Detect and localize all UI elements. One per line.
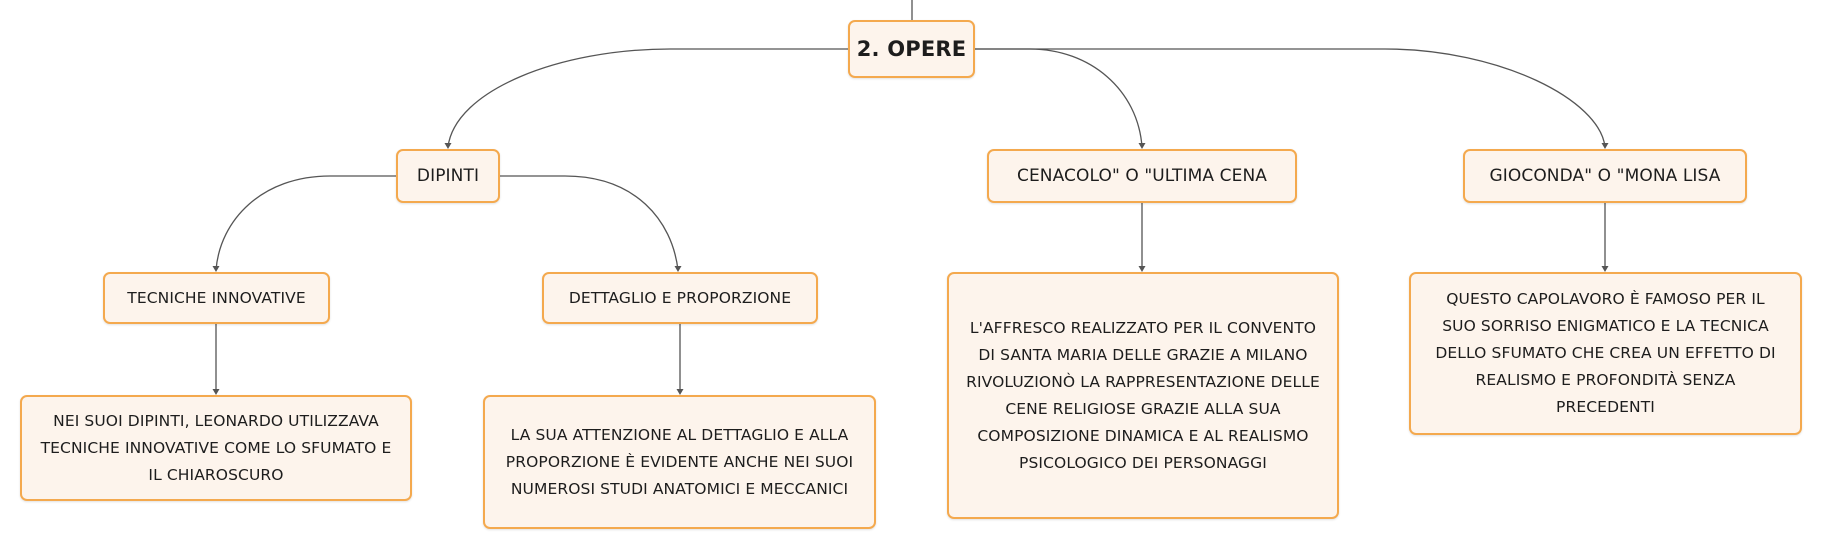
- desc-line: L'AFFRESCO REALIZZATO PER IL CONVENTO: [969, 318, 1317, 337]
- desc-line: PRECEDENTI: [1556, 398, 1655, 416]
- desc-line: REALISMO E PROFONDITÀ SENZA: [1475, 371, 1736, 389]
- desc-line: QUESTO CAPOLAVORO È FAMOSO PER IL: [1446, 290, 1765, 308]
- node-cenacolo-label: CENACOLO" O "ULTIMA CENA: [1016, 166, 1267, 186]
- desc-line: DI SANTA MARIA DELLE GRAZIE A MILANO: [978, 345, 1308, 364]
- node-dipinti-label: DIPINTI: [416, 166, 480, 186]
- node-opere[interactable]: 2. OPERE: [848, 20, 975, 78]
- desc-cenacolo-text: L'AFFRESCO REALIZZATO PER IL CONVENTO DI…: [966, 315, 1320, 477]
- desc-line: PROPORZIONE È EVIDENTE ANCHE NEI SUOI: [505, 452, 854, 471]
- node-desc-tecniche[interactable]: NEI SUOI DIPINTI, LEONARDO UTILIZZAVA TE…: [20, 395, 412, 501]
- node-gioconda-label: GIOCONDA" O "MONA LISA: [1489, 166, 1721, 186]
- desc-line: NUMEROSI STUDI ANATOMICI E MECCANICI: [510, 479, 849, 498]
- connector-opere-cenacolo: [975, 48, 1143, 148]
- desc-dettaglio-text: LA SUA ATTENZIONE AL DETTAGLIO E ALLA PR…: [506, 422, 853, 503]
- node-dettaglio-proporzione[interactable]: DETTAGLIO E PROPORZIONE: [542, 272, 818, 324]
- node-desc-gioconda[interactable]: QUESTO CAPOLAVORO È FAMOSO PER IL SUO SO…: [1409, 272, 1802, 435]
- connector-dipinti-tecniche: [215, 175, 396, 271]
- connector-dipinti-dettaglio: [500, 175, 679, 271]
- desc-line: PSICOLOGICO DEI PERSONAGGI: [1019, 453, 1267, 472]
- desc-gioconda-text: QUESTO CAPOLAVORO È FAMOSO PER IL SUO SO…: [1435, 286, 1775, 421]
- desc-line: DELLO SFUMATO CHE CREA UN EFFETTO DI: [1435, 344, 1776, 362]
- desc-line: IL CHIAROSCURO: [148, 465, 284, 484]
- desc-line: RIVOLUZIONÒ LA RAPPRESENTAZIONE DELLE: [966, 372, 1320, 391]
- node-desc-dettaglio[interactable]: LA SUA ATTENZIONE AL DETTAGLIO E ALLA PR…: [483, 395, 876, 529]
- desc-line: SUO SORRISO ENIGMATICO E LA TECNICA: [1442, 317, 1769, 335]
- connector-opere-dipinti: [447, 48, 848, 148]
- node-dipinti[interactable]: DIPINTI: [396, 149, 500, 203]
- desc-line: LA SUA ATTENZIONE AL DETTAGLIO E ALLA: [510, 425, 849, 444]
- connector-opere-gioconda: [975, 48, 1606, 148]
- node-tecniche-innovative[interactable]: TECNICHE INNOVATIVE: [103, 272, 330, 324]
- node-tecniche-innovative-label: TECNICHE INNOVATIVE: [127, 289, 306, 307]
- desc-line: CENE RELIGIOSE GRAZIE ALLA SUA: [1005, 399, 1281, 418]
- node-gioconda[interactable]: GIOCONDA" O "MONA LISA: [1463, 149, 1747, 203]
- desc-line: NEI SUOI DIPINTI, LEONARDO UTILIZZAVA: [53, 411, 379, 430]
- node-cenacolo[interactable]: CENACOLO" O "ULTIMA CENA: [987, 149, 1297, 203]
- desc-tecniche-text: NEI SUOI DIPINTI, LEONARDO UTILIZZAVA TE…: [41, 408, 392, 489]
- node-opere-label: 2. OPERE: [856, 37, 967, 61]
- node-desc-cenacolo[interactable]: L'AFFRESCO REALIZZATO PER IL CONVENTO DI…: [947, 272, 1339, 519]
- desc-line: COMPOSIZIONE DINAMICA E AL REALISMO: [977, 426, 1309, 445]
- node-dettaglio-proporzione-label: DETTAGLIO E PROPORZIONE: [568, 289, 792, 307]
- desc-line: TECNICHE INNOVATIVE COME LO SFUMATO E: [40, 438, 392, 457]
